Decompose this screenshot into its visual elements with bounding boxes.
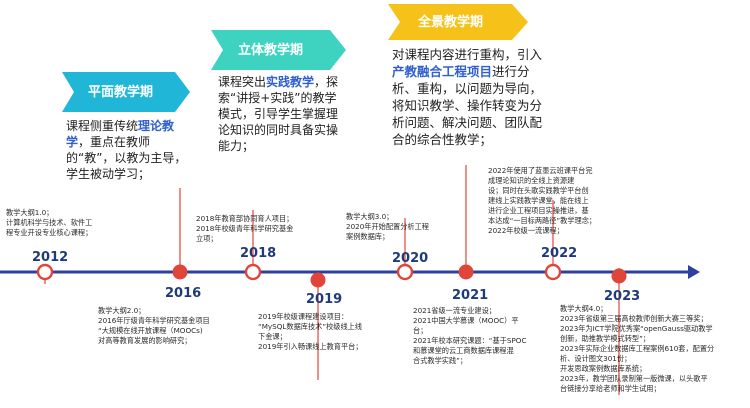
phase-desc-2-text-a: 课程突出 [218, 75, 267, 89]
note-line: 2021年校本研究课题：“基于SPOC [413, 336, 527, 345]
phase-title-2: 立体教学期 [238, 43, 304, 58]
note-line: 本达成“一目标两路径”教学理念； [488, 216, 597, 225]
phase-desc-3-highlight: 产教融合工程项目 [392, 64, 493, 79]
note-line: 2022年使用了蓝墨云班课平台完 [488, 166, 593, 175]
phase-desc-3-text-a: 对课程内容进行重构，引入 [392, 47, 543, 62]
phase-desc-2-highlight: 实践教学 [266, 75, 315, 89]
note-line: 进行企业工程项目实操推进，基 [488, 206, 589, 215]
note-line: 教学大纲1.0； [6, 208, 54, 217]
note-line: 2018年校级青年科学研究基金 [196, 224, 294, 233]
note-line: 2021中国大学慕课（MOOC）平 [413, 316, 519, 325]
note-2023: 教学大纲4.0； 2023年省级第三届高校教师创新大赛三等奖； 2023年为IC… [560, 304, 748, 394]
year-2018: 2018 [240, 246, 277, 261]
note-line: 成理论知识的全线上资源建 [488, 176, 575, 185]
phase-desc-2-text-b: ，探索“讲授+实践”的教学模式，引导学生掌握理论知识的同时具备实操能力； [218, 75, 339, 153]
note-line: 合式教学实践”； [413, 356, 468, 365]
year-2023: 2023 [604, 289, 641, 304]
phase-title-1: 平面教学期 [88, 85, 154, 100]
note-2020: 教学大纲3.0； 2020年开始配置分析工程 案例数据库； [346, 212, 462, 242]
note-line: 建线上实践教学课堂，能在线上 [488, 196, 589, 205]
note-line: 2020年开始配置分析工程 [346, 222, 429, 231]
note-line: 2023年为ICT学院优秀案“openGauss驱动教学 [560, 324, 713, 333]
marker-2012 [36, 263, 54, 281]
note-line: 2016年厅级青年科学研究基金项目 [98, 316, 210, 325]
year-2019: 2019 [306, 292, 343, 307]
marker-2023 [611, 268, 627, 284]
phase-desc-1-text-b: ，重点在教师的“教”，以教为主导，学生被动学习； [66, 135, 187, 181]
note-2016: 教学大纲2.0； 2016年厅级青年科学研究基金项目 “大规模在线开放课程（MO… [98, 306, 248, 346]
phase-desc-1-text-a: 课程侧重传统 [66, 119, 139, 133]
note-line: “MySQL数据库技术”校级线上线 [258, 322, 363, 331]
note-line: 台； [413, 326, 428, 335]
note-line: 立项； [196, 234, 218, 243]
timeline-markers [36, 263, 627, 288]
note-line: 2021省级一流专业建设； [413, 306, 496, 315]
note-line: 教学大纲3.0； [346, 212, 394, 221]
note-line: 案例数据库； [346, 232, 390, 241]
marker-2021 [458, 264, 474, 280]
note-line: 2023年实际企业数据库工程案例610套，配置分 [560, 344, 715, 353]
note-line: 台链接分享给老师和学生试用； [560, 384, 661, 393]
marker-2018 [244, 263, 262, 281]
phase-banner-3 [388, 4, 528, 40]
year-2022: 2022 [541, 246, 578, 261]
note-2018: 2018年教育部协同育人项目； 2018年校级青年科学研究基金 立项； [196, 214, 336, 244]
note-2022: 2022年使用了蓝墨云班课平台完 成理论知识的全线上资源建 设；同时在头歌实践教… [488, 166, 630, 236]
note-2019: 2019年校级课程建设项目： “MySQL数据库技术”校级线上线 下金课； 20… [258, 312, 403, 352]
note-line: 和慕课堂的云工商数据库课程混 [413, 346, 514, 355]
note-line: 2022年校级一流课程； [488, 226, 564, 235]
phase-desc-3-text-b: 进行分析、重构，以问题为导向，将知识教学、操作转变为分析问题、解决问题、团队配合… [392, 64, 543, 147]
marker-2020 [396, 263, 414, 281]
note-2021: 2021省级一流专业建设； 2021中国大学慕课（MOOC）平 台； 2021年… [413, 306, 563, 366]
timeline-arrowhead [688, 265, 700, 279]
marker-2022 [544, 263, 562, 281]
phase-desc-1-highlight: 理论教学 [66, 119, 175, 149]
note-line: 2018年教育部协同育人项目； [196, 214, 294, 223]
phase-title-3: 全景教学期 [418, 15, 484, 30]
note-line: 下金课； [258, 332, 287, 341]
phase-desc-1: 课程侧重传统理论教学，重点在教师的“教”，以教为主导，学生被动学习； [66, 118, 188, 182]
marker-2019 [310, 272, 326, 288]
note-line: 2023年，教学团队录制第一版微课，以头歌平 [560, 374, 708, 383]
note-line: 创新，助推教学模式转型”； [560, 334, 650, 343]
note-line: 对高等教育发展的影响研究； [98, 336, 192, 345]
note-line: 教学大纲2.0； [98, 306, 146, 315]
note-2012: 教学大纲1.0； 计算机科学与技术、软件工 程专业开设专业核心课程； [6, 208, 136, 238]
note-line: 设；同时在头歌实践教学平台创 [488, 186, 589, 195]
marker-2016 [172, 264, 188, 280]
phase-banner-1 [62, 72, 190, 112]
note-line: 2019年校级课程建设项目： [258, 312, 349, 321]
year-2012: 2012 [32, 250, 69, 265]
note-line: 计算机科学与技术、软件工 [6, 218, 93, 227]
note-line: 析、设计图文301份； [560, 354, 632, 363]
note-line: 2023年省级第三届高校教师创新大赛三等奖； [560, 314, 708, 323]
year-2020: 2020 [392, 251, 429, 266]
note-line: “大规模在线开放课程（MOOCs) [98, 326, 203, 335]
note-line: 程专业开设专业核心课程； [6, 228, 93, 237]
year-2016: 2016 [165, 286, 202, 301]
phase-banner-2 [211, 30, 346, 70]
note-line: 教学大纲4.0； [560, 304, 608, 313]
phase-desc-2: 课程突出实践教学，探索“讲授+实践”的教学模式，引导学生掌握理论知识的同时具备实… [218, 74, 344, 154]
phase-desc-3: 对课程内容进行重构，引入产教融合工程项目进行分析、重构，以问题为导向，将知识教学… [392, 46, 552, 148]
year-2021: 2021 [452, 288, 489, 303]
note-line: 2019年引入畅课线上教育平台； [258, 342, 363, 351]
note-line: 开发思政案例数据库系统； [560, 364, 647, 373]
